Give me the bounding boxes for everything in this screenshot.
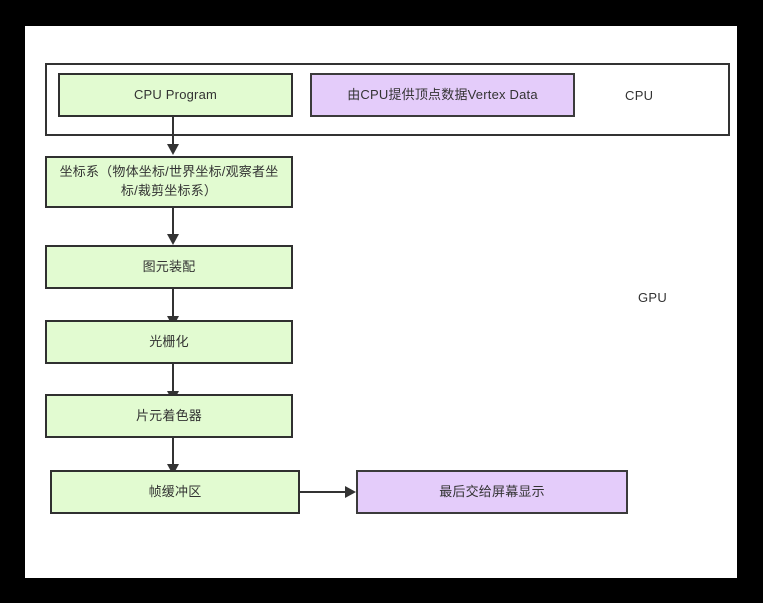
edge-coordinate-systems-to-primitive-assembly-line: [172, 208, 174, 236]
node-screen-display[interactable]: 最后交给屏幕显示: [356, 470, 628, 514]
label-gpu: GPU: [638, 290, 668, 305]
edge-cpu-program-to-coordinate-systems-arrowhead: [167, 144, 179, 155]
diagram-canvas: CPU Program 由CPU提供顶点数据Vertex Data CPU 坐标…: [25, 26, 737, 578]
node-rasterization-label: 光栅化: [149, 333, 189, 349]
node-primitive-assembly-label: 图元装配: [142, 258, 196, 274]
node-fragment-shader-label: 片元着色器: [135, 407, 202, 423]
edge-frame-buffer-to-screen-display-arrowhead: [345, 486, 356, 498]
edge-fragment-shader-to-frame-buffer-arrowhead: [167, 464, 179, 475]
node-cpu-program[interactable]: CPU Program: [58, 73, 293, 117]
node-rasterization[interactable]: 光栅化: [45, 320, 293, 364]
node-vertex-data[interactable]: 由CPU提供顶点数据Vertex Data: [310, 73, 575, 117]
cpu-group-container: [45, 63, 730, 136]
edge-rasterization-to-fragment-shader-line: [172, 364, 174, 393]
edge-coordinate-systems-to-primitive-assembly-arrowhead: [167, 234, 179, 245]
node-coordinate-systems[interactable]: 坐标系（物体坐标/世界坐标/观察者坐标/裁剪坐标系）: [45, 156, 293, 208]
edge-primitive-assembly-to-rasterization-line: [172, 289, 174, 318]
node-coordinate-systems-label: 坐标系（物体坐标/世界坐标/观察者坐标/裁剪坐标系）: [59, 164, 279, 198]
edge-frame-buffer-to-screen-display-line: [300, 491, 348, 493]
node-frame-buffer-label: 帧缓冲区: [148, 483, 202, 499]
edge-cpu-program-to-coordinate-systems-line: [172, 117, 174, 146]
edge-fragment-shader-to-frame-buffer-line: [172, 438, 174, 466]
node-cpu-program-label: CPU Program: [133, 86, 218, 102]
node-vertex-data-label: 由CPU提供顶点数据Vertex Data: [347, 86, 538, 102]
node-frame-buffer[interactable]: 帧缓冲区: [50, 470, 300, 514]
node-primitive-assembly[interactable]: 图元装配: [45, 245, 293, 289]
label-cpu: CPU: [625, 88, 654, 103]
node-fragment-shader[interactable]: 片元着色器: [45, 394, 293, 438]
node-screen-display-label: 最后交给屏幕显示: [439, 483, 545, 499]
